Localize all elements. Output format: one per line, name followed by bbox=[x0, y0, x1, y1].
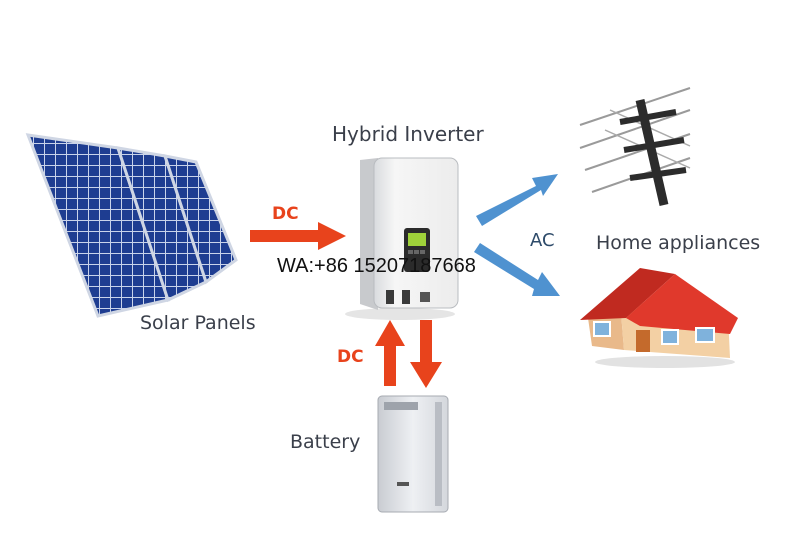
dc-label-top: DC bbox=[272, 204, 299, 224]
power-pole-image bbox=[579, 87, 691, 207]
solar-panels-image bbox=[25, 133, 238, 318]
dc-label-bottom: DC bbox=[337, 347, 364, 367]
inverter-label: Hybrid Inverter bbox=[332, 122, 484, 146]
dc-arrow-down bbox=[410, 320, 442, 388]
home-appliances-label: Home appliances bbox=[596, 232, 761, 254]
house-image bbox=[580, 268, 738, 368]
dc-arrow-up bbox=[375, 320, 405, 386]
battery-image bbox=[377, 395, 449, 513]
ac-arrow-up bbox=[476, 174, 558, 226]
ac-arrow-down bbox=[474, 243, 560, 296]
ac-label: AC bbox=[530, 230, 555, 251]
hybrid-inverter-image bbox=[345, 157, 459, 320]
dc-arrow-right bbox=[250, 222, 346, 250]
watermark-phone: WA:+86 15207187668 bbox=[277, 255, 476, 277]
solar-panels-label: Solar Panels bbox=[140, 312, 256, 334]
battery-label: Battery bbox=[290, 431, 361, 453]
